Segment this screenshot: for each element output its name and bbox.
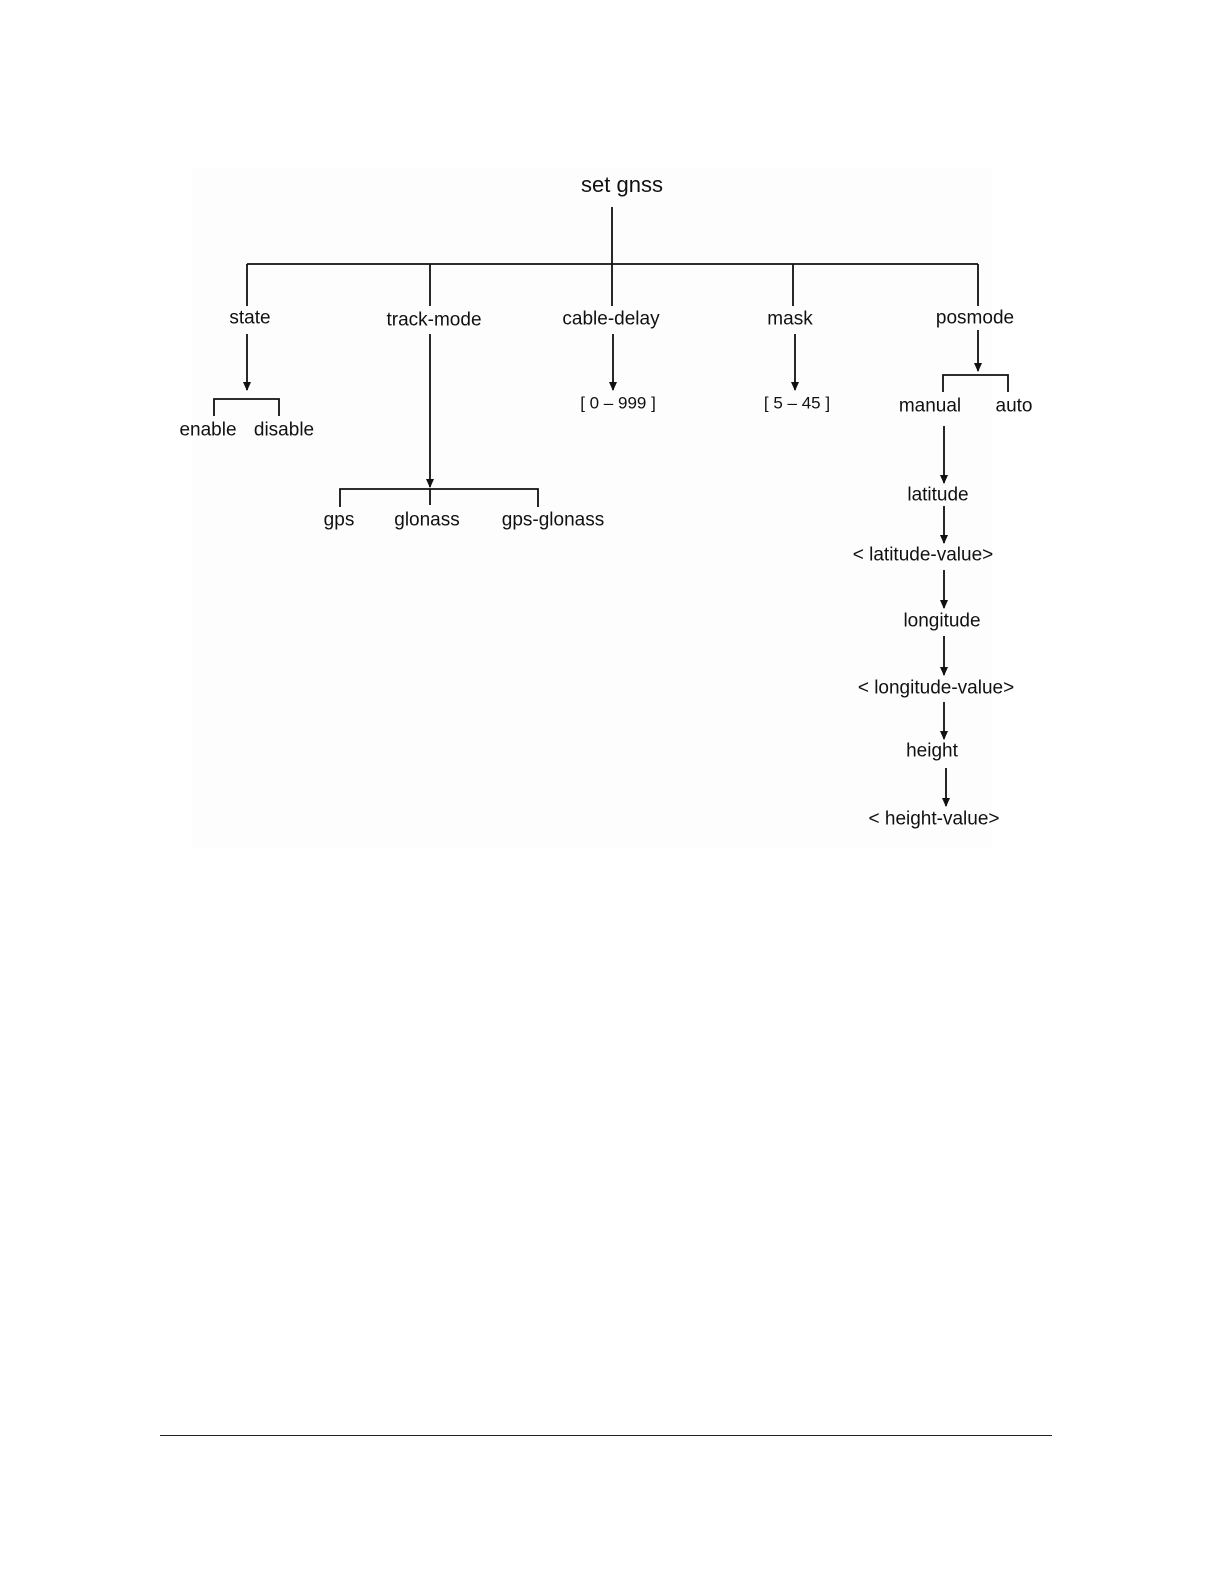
bracket-track-mode <box>340 489 538 507</box>
node-longitude: longitude <box>903 612 980 631</box>
node-height-value: < height-value> <box>869 810 1000 829</box>
node-disable: disable <box>254 421 314 440</box>
node-posmode: posmode <box>936 309 1014 328</box>
node-gps-glonass: gps-glonass <box>502 511 604 530</box>
node-gps: gps <box>324 511 355 530</box>
node-track-mode: track-mode <box>386 311 481 330</box>
root-command-label: set gnss <box>581 174 663 196</box>
node-height: height <box>906 742 958 761</box>
bracket-posmode <box>943 375 1008 392</box>
node-auto: auto <box>996 397 1033 416</box>
node-cable-delay: cable-delay <box>562 310 659 329</box>
node-state: state <box>229 309 270 328</box>
node-cable-delay-range: [ 0 – 999 ] <box>580 395 656 412</box>
node-manual: manual <box>899 397 961 416</box>
footer-rule <box>160 1435 1052 1436</box>
node-glonass: glonass <box>394 511 460 530</box>
node-mask-range: [ 5 – 45 ] <box>764 395 830 412</box>
bracket-state <box>214 399 279 416</box>
node-latitude: latitude <box>907 486 968 505</box>
node-enable: enable <box>179 421 236 440</box>
node-mask: mask <box>767 310 812 329</box>
node-latitude-value: < latitude-value> <box>853 546 994 565</box>
node-longitude-value: < longitude-value> <box>858 679 1014 698</box>
